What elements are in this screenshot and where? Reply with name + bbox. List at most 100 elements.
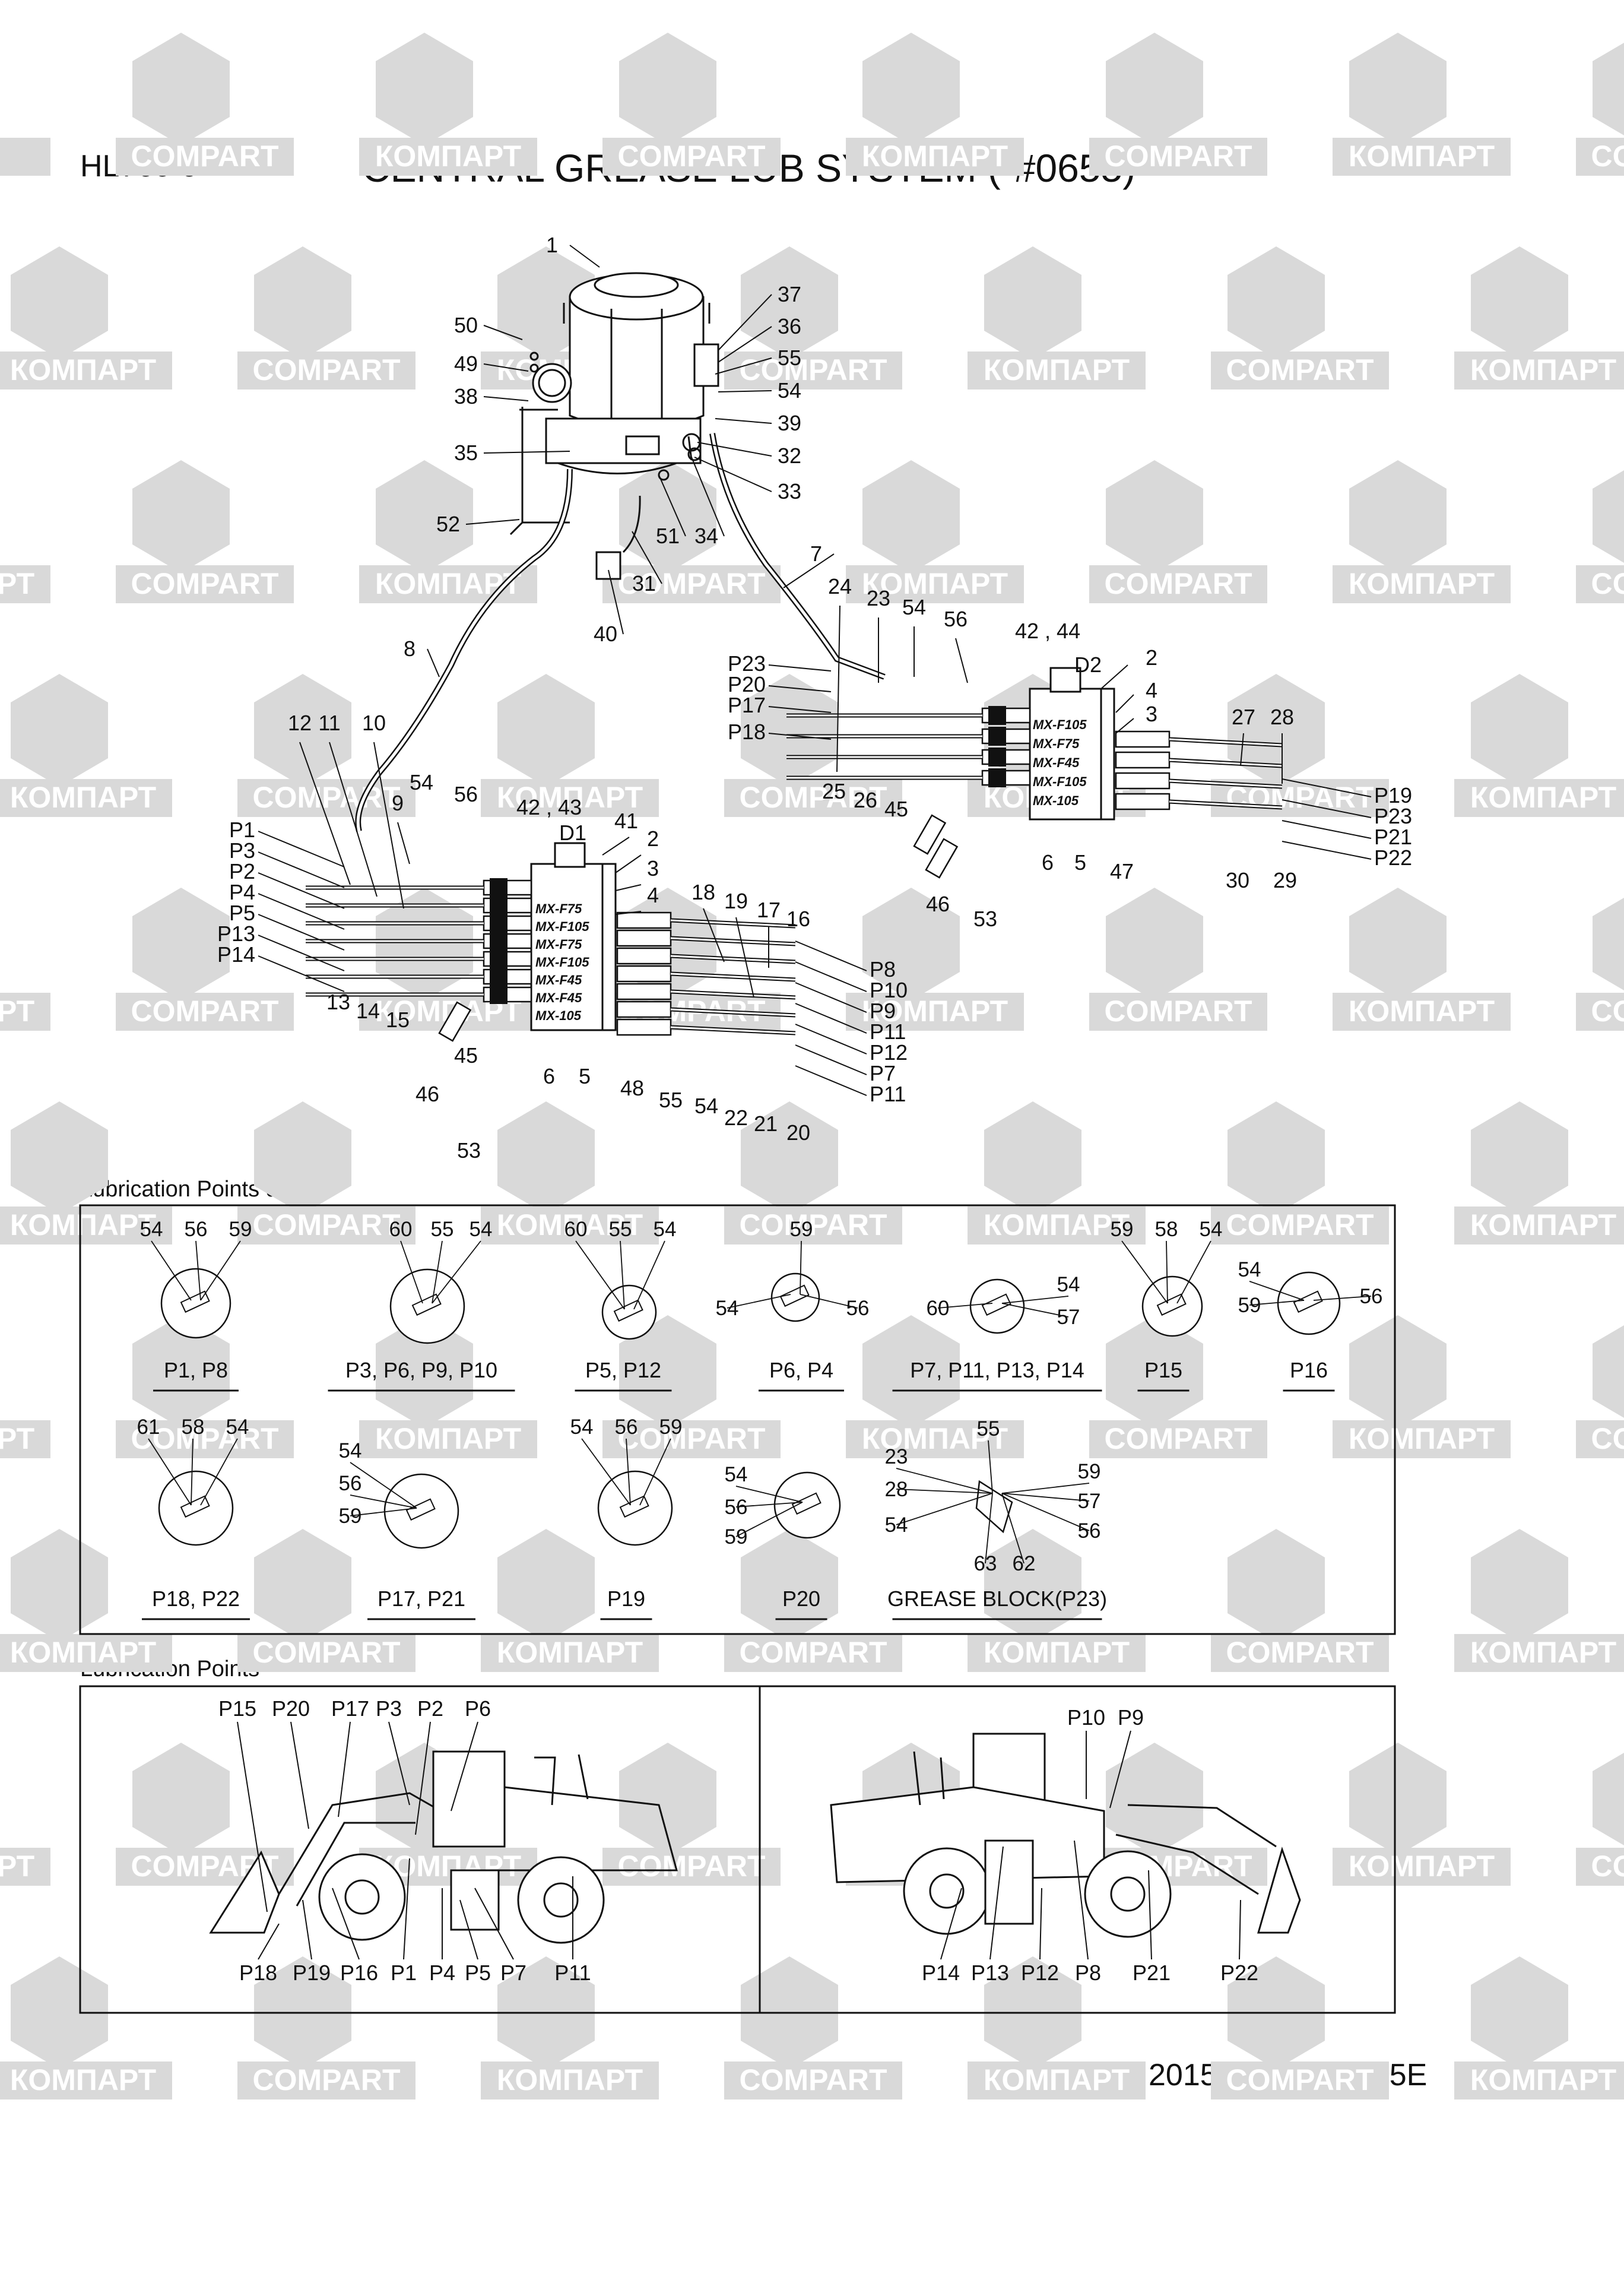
leader-line <box>620 1240 625 1310</box>
leader-line <box>718 390 772 392</box>
watermark-text: COMPART <box>617 1850 765 1883</box>
watermark-text: КОМПАРТ <box>10 353 156 387</box>
watermark-band <box>359 138 537 176</box>
watermark-text: COMPART <box>131 567 278 600</box>
watermark-hexagon <box>1471 1101 1568 1214</box>
watermark-band <box>0 138 50 176</box>
watermark-tile: COMPART <box>1089 460 1267 603</box>
leader-line <box>338 1721 351 1817</box>
leader-line <box>400 1240 423 1304</box>
block-d1-section: MX-F75 <box>535 937 582 952</box>
leader-line <box>615 911 642 915</box>
leader-line <box>735 1486 803 1503</box>
block-d2-section: MX-F105 <box>1033 774 1087 789</box>
leader-line <box>940 1888 962 1960</box>
watermark-text: КОМПАРТ <box>497 1636 643 1669</box>
part-callout: 7 <box>810 542 822 566</box>
part-callout: 54 <box>410 770 433 794</box>
part-callout: 54 <box>778 378 801 403</box>
watermark-tile: КОМПАРТ <box>846 888 1024 1031</box>
leader-line <box>615 854 642 873</box>
detail-caption: P19 <box>607 1586 645 1611</box>
watermark-text: КОМПАРТ <box>862 995 1008 1028</box>
loader-point-label: P20 <box>272 1696 310 1721</box>
watermark-text: КОМПАРТ <box>0 1850 34 1883</box>
part-callout: 47 <box>1110 859 1134 884</box>
part-callout: 23 <box>867 586 890 610</box>
fitting-nut <box>490 896 508 915</box>
lube-point-callout: P21 <box>1374 825 1412 849</box>
watermark-text: COMPART <box>1226 1208 1374 1242</box>
detail-caption: P17, P21 <box>378 1586 465 1611</box>
watermark-hexagon <box>1471 1529 1568 1642</box>
watermark-text: COMPART <box>1104 995 1252 1028</box>
leader-line <box>1239 1899 1241 1960</box>
watermark-tile: КОМПАРТ <box>481 1101 659 1244</box>
detail-callout: 55 <box>977 1417 1000 1440</box>
watermark-hexagon <box>1593 1325 1624 1418</box>
watermark-tile: КОМПАРТ <box>0 1101 172 1244</box>
watermark-band <box>1454 779 1624 817</box>
grease-fitting <box>791 1492 821 1515</box>
block-d2-name: D2 <box>1074 653 1102 677</box>
watermark-text: КОМПАРТ <box>1349 140 1495 173</box>
leader-line <box>632 531 662 584</box>
detail-callout: 59 <box>229 1218 252 1241</box>
detail-caption: P16 <box>1290 1358 1328 1382</box>
watermark-hexagon <box>1349 1315 1447 1428</box>
loader-point-label: P13 <box>971 1961 1009 1985</box>
watermark-tile: COMPART <box>602 33 781 176</box>
watermark-band <box>116 993 294 1031</box>
watermark-tile: КОМПАРТ <box>968 1101 1146 1244</box>
leader-line <box>615 884 642 891</box>
watermark-band <box>1211 1206 1389 1244</box>
leader-line <box>483 451 570 454</box>
leader-line <box>1039 1888 1042 1960</box>
detail-callout: 54 <box>1238 1258 1261 1281</box>
lube-point-callout: P18 <box>728 720 766 744</box>
lube-point-callout: P10 <box>870 978 908 1002</box>
watermark-tile: COMPART <box>602 1743 781 1886</box>
watermark-hexagon <box>497 1529 595 1642</box>
watermark-band <box>724 779 902 817</box>
part-callout: 30 <box>1226 868 1249 892</box>
detail-callout: 59 <box>790 1218 813 1241</box>
lube-point-callout: P20 <box>728 672 766 696</box>
block-d1-fittings <box>306 814 959 1042</box>
detail-callout: 58 <box>182 1416 205 1439</box>
watermark-hexagon <box>1593 470 1624 563</box>
detail-caption: P5, P12 <box>585 1358 661 1382</box>
leader-line <box>1109 1730 1131 1809</box>
watermark-hexagon <box>1106 888 1203 1000</box>
leader-line <box>258 851 345 888</box>
detail-callout: 60 <box>564 1218 588 1241</box>
watermark-text: COMPART <box>1226 2063 1374 2097</box>
watermark-text: КОМПАРТ <box>1470 1636 1616 1669</box>
leader-line <box>718 294 772 351</box>
watermark-hexagon <box>1227 1529 1325 1642</box>
watermark-hexagon <box>1106 1743 1203 1855</box>
watermark-hexagon <box>619 1315 716 1428</box>
watermark-band <box>481 779 659 817</box>
detail-caption: P7, P11, P13, P14 <box>910 1358 1084 1382</box>
detail-callout: 54 <box>885 1513 908 1537</box>
leader-line <box>350 1462 417 1509</box>
leader-line <box>783 553 835 588</box>
leader-line <box>258 893 345 930</box>
grease-fitting <box>779 1284 810 1307</box>
part-callout: 22 <box>724 1106 748 1130</box>
leader-line <box>1115 694 1134 713</box>
detail-caption: GREASE BLOCK(P23) <box>887 1586 1107 1611</box>
part-callout: 53 <box>973 907 997 931</box>
block-d1-section: MX-F45 <box>535 973 582 987</box>
detail-callout: 62 <box>1013 1552 1036 1575</box>
watermark-tile: COMPART <box>602 460 781 603</box>
watermark-tile: COMPART <box>237 674 415 817</box>
leader-line <box>465 519 520 525</box>
leader-line <box>459 1899 478 1960</box>
watermark-text: COMPART <box>131 995 278 1028</box>
block-d2-section: MX-F75 <box>1033 736 1080 751</box>
watermark-tile: COMPART <box>1211 246 1389 390</box>
